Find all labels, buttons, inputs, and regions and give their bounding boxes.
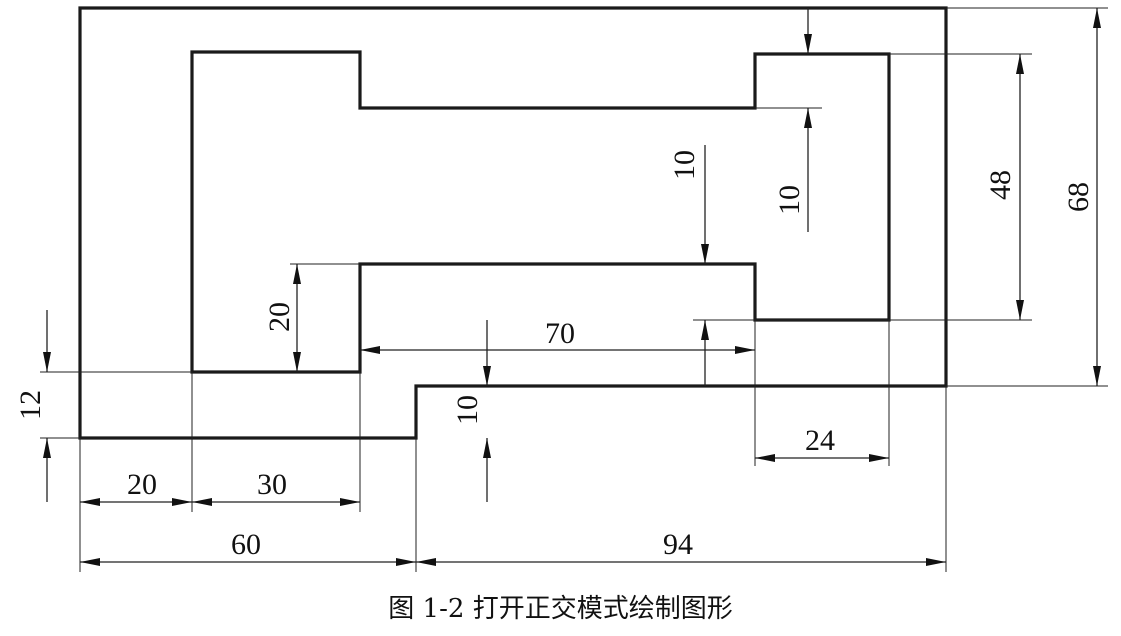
dim-label-24: 24 — [805, 424, 835, 457]
dim-label-10-middle: 10 — [668, 150, 701, 180]
dim-label-30: 30 — [257, 468, 287, 501]
dim-label-10-bottom: 10 — [451, 395, 484, 425]
figure-caption: 图 1-2 打开正交模式绘制图形 — [388, 594, 733, 624]
dim-label-20-inner: 20 — [263, 302, 296, 332]
dim-label-68: 68 — [1062, 182, 1095, 212]
extension-lines — [40, 7, 1108, 572]
dim-label-60: 60 — [231, 528, 261, 561]
dim-label-70: 70 — [545, 317, 575, 350]
dim-label-20: 20 — [127, 468, 157, 501]
dim-label-10-top-right: 10 — [773, 185, 806, 215]
dim-label-94: 94 — [663, 528, 693, 561]
dimension-lines — [43, 8, 1101, 566]
dim-label-12: 12 — [14, 390, 47, 420]
dim-label-48: 48 — [984, 170, 1017, 200]
